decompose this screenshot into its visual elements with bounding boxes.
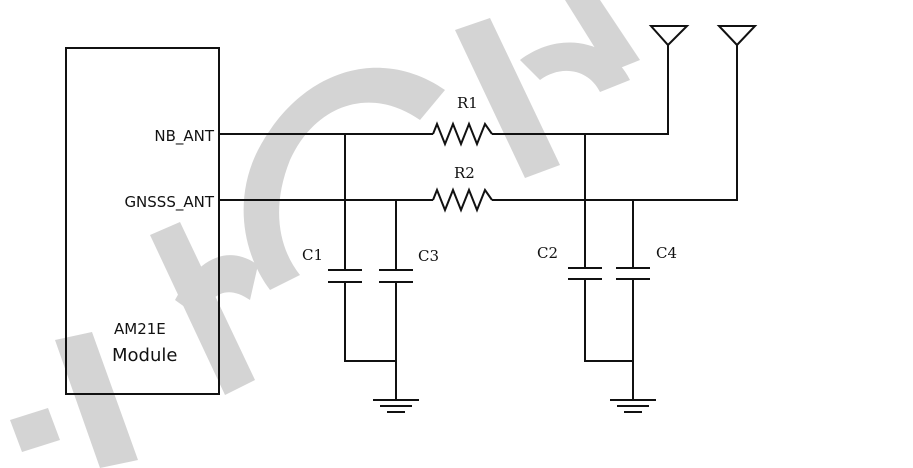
ground-left-icon [373, 399, 419, 413]
module-name-label: Module [112, 345, 177, 366]
r2-label: R2 [454, 164, 475, 182]
pin-label-nb-ant: NB_ANT [154, 127, 214, 146]
resistor-r1 [432, 121, 493, 147]
gnss-antenna-icon [716, 25, 758, 47]
module-model-label: AM21E [114, 320, 166, 338]
r1-label: R1 [457, 94, 478, 112]
c2-lead-bottom [584, 279, 633, 362]
ground-right-icon [610, 399, 656, 413]
watermark [10, 0, 640, 468]
pin-label-gnss-ant: GNSSS_ANT [124, 193, 214, 212]
nb-antenna-icon [648, 25, 690, 47]
module-box [65, 47, 220, 395]
resistor-r2 [432, 187, 493, 213]
nb-ant-trace-right [492, 45, 669, 135]
c4-label: C4 [656, 244, 677, 262]
c2-label: C2 [537, 244, 558, 262]
c1-label: C1 [302, 246, 323, 264]
c1-lead-bottom [344, 282, 396, 362]
c3-label: C3 [418, 247, 439, 265]
gnss-ant-trace-right [492, 45, 738, 201]
